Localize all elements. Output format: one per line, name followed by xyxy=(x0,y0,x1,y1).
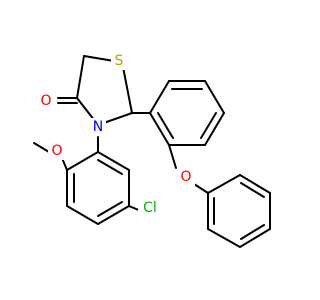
bond-s1-c2 xyxy=(122,66,133,114)
nitrogen-label: N xyxy=(93,119,103,135)
sulfur-label-mask xyxy=(111,52,127,70)
phenyl-bond-2 xyxy=(239,174,271,194)
bond-oxygen-phenyl xyxy=(193,183,209,194)
bond-c4-c5 xyxy=(76,55,85,99)
chlorine-label-mask xyxy=(138,199,162,217)
ether-oxygen-label-mask xyxy=(177,168,195,186)
nitrogen-label-mask xyxy=(90,118,106,136)
ring2-inner-bond-2 xyxy=(97,201,123,217)
molecule-structure-canvas: S O N O O Cl xyxy=(33,52,271,248)
atom-labels: S O N O O Cl xyxy=(37,52,195,217)
methoxy-oxygen-label: O xyxy=(51,143,62,159)
phenyl-bond-4 xyxy=(239,228,271,248)
aryl-bond-4 xyxy=(204,112,225,146)
aryl-bond-6 xyxy=(149,112,170,146)
carbonyl-oxygen-label-mask xyxy=(37,92,55,110)
bond-methoxy-methyl xyxy=(33,142,50,153)
ether-oxygen-label: O xyxy=(180,169,191,185)
chlorine-label: Cl xyxy=(143,200,157,216)
bond-aryl-oxygen xyxy=(168,144,177,169)
phenyl-inner-bond-2 xyxy=(240,224,265,240)
carbonyl-oxygen-label: O xyxy=(40,93,51,109)
aryl-bond-1 xyxy=(149,80,170,114)
bond-c5-s1 xyxy=(83,55,115,62)
ring2-bond-1 xyxy=(66,151,99,171)
ring2-bond-6 xyxy=(97,151,130,171)
phenyl-bond-5 xyxy=(207,228,241,248)
aryl-bond-3 xyxy=(204,80,225,114)
aryl-inner-bond-3 xyxy=(157,112,174,139)
phenyl-inner-bond-1 xyxy=(240,182,265,198)
ring2-bond-3 xyxy=(66,205,99,225)
methoxy-oxygen-label-mask xyxy=(48,142,66,160)
molecule-structure-drawing: S O N O O Cl xyxy=(33,52,271,248)
ring2-bond-4 xyxy=(97,205,130,225)
phenyl-bond-1 xyxy=(207,174,241,194)
phenyl-ring xyxy=(193,174,271,248)
phenoxyphenyl-ring xyxy=(131,80,225,169)
aryl-inner-bond-2 xyxy=(200,112,217,139)
sulfur-label: S xyxy=(115,53,124,69)
ring2-inner-bond-3 xyxy=(97,159,123,175)
